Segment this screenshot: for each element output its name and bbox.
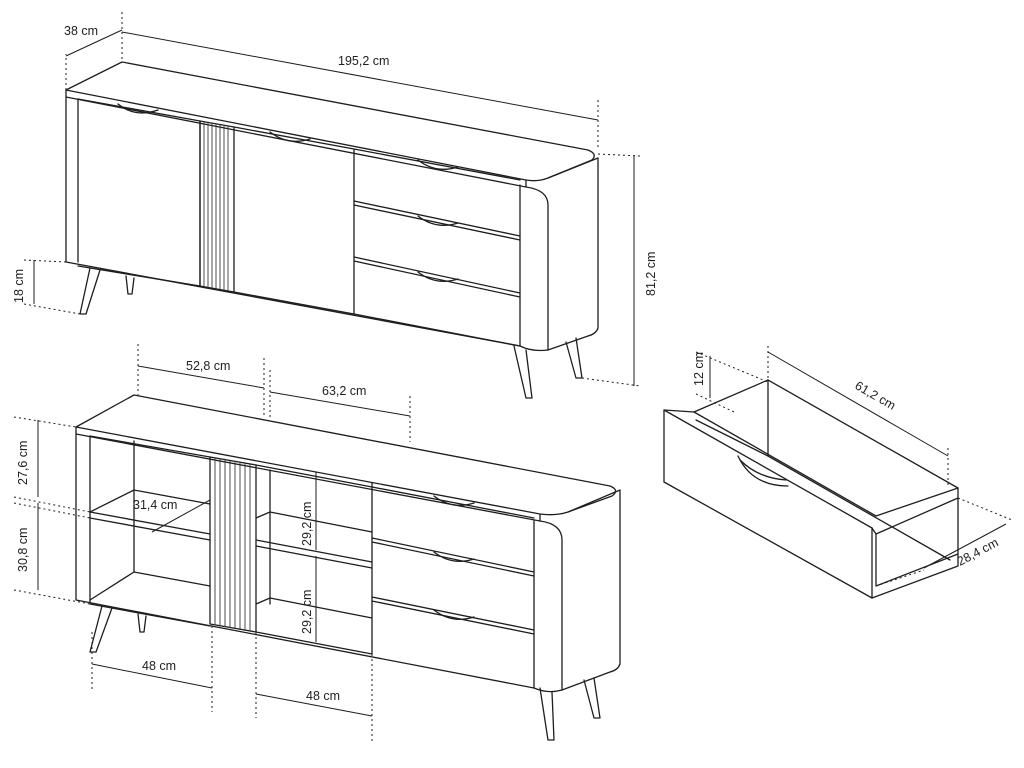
label-left-inner-width: 48 cm (142, 659, 176, 673)
label-left-section-width: 52,8 cm (186, 359, 230, 373)
dimension-labels: 38 cm 195,2 cm 81,2 cm 18 cm 52,8 cm 63,… (12, 24, 1001, 703)
label-middle-lower-height: 29,2 cm (300, 590, 314, 634)
label-drawer-depth: 28,4 cm (955, 535, 1001, 568)
drawer-view (663, 379, 959, 599)
sideboard-open-view (75, 394, 621, 741)
drawer-dimensions (695, 346, 1013, 587)
label-shelf-depth: 31,4 cm (133, 498, 177, 512)
top-dimensions (23, 12, 641, 387)
label-right-section-width: 63,2 cm (322, 384, 366, 398)
bottom-dimensions (13, 344, 411, 742)
label-lower-space-height: 30,8 cm (16, 528, 30, 572)
label-height: 81,2 cm (644, 252, 658, 296)
slat-lines (203, 122, 229, 291)
slat-lines-2 (214, 458, 251, 631)
label-drawer-length: 61,2 cm (853, 378, 899, 412)
label-leg-height: 18 cm (12, 269, 26, 303)
label-depth: 38 cm (64, 24, 98, 38)
label-drawer-height: 12 cm (692, 352, 706, 386)
label-width: 195,2 cm (338, 54, 389, 68)
label-upper-space-height: 27,6 cm (16, 441, 30, 485)
label-middle-upper-height: 29,2 cm (300, 502, 314, 546)
sideboard-closed-view (65, 61, 599, 399)
label-middle-inner-width: 48 cm (306, 689, 340, 703)
